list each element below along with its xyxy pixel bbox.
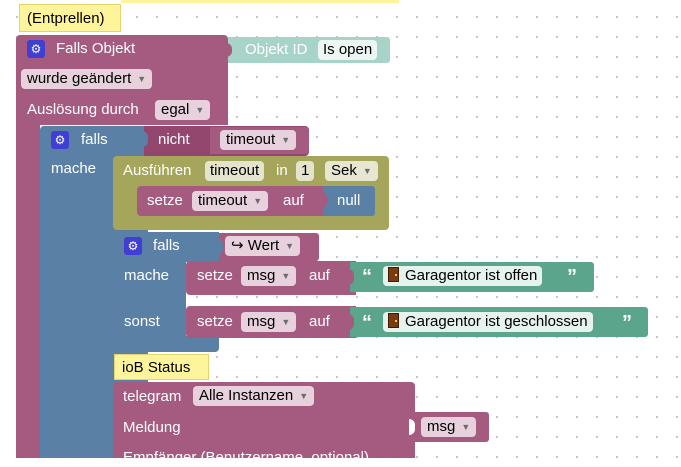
object-id-value[interactable]: Is open [318, 40, 378, 60]
door-icon [388, 267, 399, 282]
message-notch [409, 419, 415, 435]
timeout-var-field[interactable]: timeout [205, 161, 265, 181]
in-label: in [276, 162, 288, 179]
do-label: mache [51, 160, 97, 177]
null-block[interactable] [323, 186, 375, 216]
value-dropdown[interactable]: ↪ Wert▼ [225, 236, 301, 256]
if2-else-label: sonst [124, 313, 160, 330]
exec-label: Ausführen [123, 162, 192, 179]
object-id-notch [226, 43, 232, 57]
instance-dropdown[interactable]: Alle Instanzen▼ [193, 386, 315, 406]
chevron-down-icon: ▼ [281, 135, 291, 145]
set-label: setze [197, 267, 233, 284]
comment-entprellen[interactable]: (Entprellen) [19, 4, 121, 32]
trigger-dropdown[interactable]: egal▼ [155, 100, 211, 120]
null-label: null [337, 192, 361, 209]
amount-field[interactable]: 1 [296, 161, 315, 181]
if2-do-label: mache [124, 267, 170, 284]
set-var-dropdown[interactable]: timeout▼ [192, 191, 269, 211]
gear-icon[interactable]: ⚙ [27, 40, 45, 58]
comment-iob-status[interactable]: ioB Status [114, 354, 209, 380]
text-open-field[interactable]: Garagentor ist offen [383, 266, 543, 286]
door-icon [388, 313, 399, 328]
object-id-label: Objekt ID [245, 41, 308, 58]
quote-open-icon: “ [362, 312, 372, 334]
recipient-label: Empfänger (Benutzername, optional) [123, 449, 369, 466]
text-notch [348, 314, 354, 330]
quote-close-icon: ” [622, 312, 632, 334]
quote-close-icon: ” [567, 266, 577, 288]
chevron-down-icon: ▼ [281, 271, 291, 281]
unit-dropdown[interactable]: Sek▼ [325, 161, 378, 181]
comment-text: ioB Status [122, 359, 191, 376]
change-dropdown[interactable]: wurde geändert▼ [21, 69, 153, 89]
value-notch [217, 239, 223, 255]
text-closed-field[interactable]: Garagentor ist geschlossen [383, 312, 593, 332]
null-notch [321, 192, 327, 208]
chevron-down-icon: ▼ [285, 241, 295, 251]
msg-dropdown[interactable]: msg▼ [241, 312, 297, 332]
to-label: auf [309, 313, 330, 330]
return-arrow-icon: ↪ [231, 237, 248, 254]
chevron-down-icon: ▼ [281, 317, 291, 327]
trigger-left-spine [16, 120, 40, 458]
gear-icon[interactable]: ⚙ [51, 131, 69, 149]
to-label: auf [283, 192, 304, 209]
chevron-down-icon: ▼ [299, 391, 309, 401]
gear-icon[interactable]: ⚙ [124, 237, 142, 255]
comment-text: (Entprellen) [27, 10, 105, 27]
to-label: auf [309, 267, 330, 284]
chevron-down-icon: ▼ [253, 196, 263, 206]
not-label: nicht [158, 131, 190, 148]
chevron-down-icon: ▼ [362, 166, 372, 176]
comment-bar [121, 0, 399, 3]
msg-dropdown[interactable]: msg▼ [241, 266, 297, 286]
chevron-down-icon: ▼ [461, 422, 471, 432]
trigger-label: Auslösung durch [27, 101, 139, 118]
telegram-label: telegram [123, 388, 182, 405]
chevron-down-icon: ▼ [137, 74, 147, 84]
var-dropdown[interactable]: timeout▼ [220, 130, 297, 150]
trigger-title: Falls Objekt [56, 40, 136, 57]
if2-label: falls [153, 237, 180, 254]
if2-bottom [113, 336, 219, 352]
quote-open-icon: “ [362, 266, 372, 288]
set-label: setze [197, 313, 233, 330]
message-var-dropdown[interactable]: msg▼ [421, 417, 477, 437]
if-label: falls [81, 131, 108, 148]
message-label: Meldung [123, 419, 181, 436]
text-notch [348, 269, 354, 285]
not-notch [142, 131, 148, 147]
chevron-down-icon: ▼ [195, 105, 205, 115]
set-label: setze [147, 192, 183, 209]
